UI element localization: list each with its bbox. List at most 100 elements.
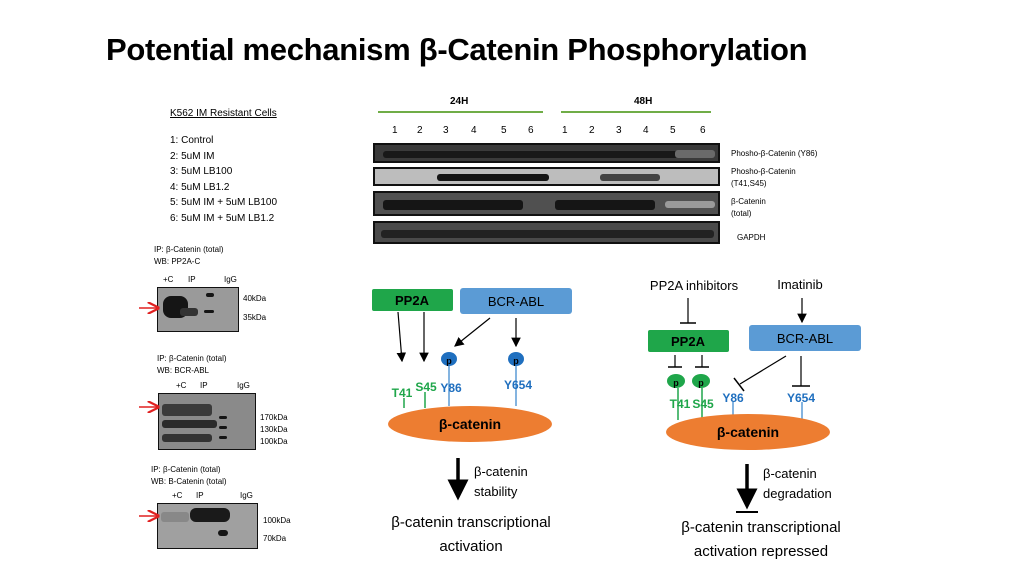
ip-label: IP: β-Catenin (total) — [157, 354, 227, 363]
wb-label: WB: BCR-ABL — [157, 366, 210, 375]
legend-item: 2: 5uM IM — [170, 150, 215, 162]
imatinib-label: Imatinib — [777, 277, 823, 292]
inhibit-bar-icon — [733, 377, 745, 392]
timepoint-bar-48h — [561, 111, 711, 113]
marker-label: 170kDa — [260, 413, 288, 422]
wb-label: WB: PP2A-C — [154, 257, 201, 266]
legend-list: 1: Control 2: 5uM IM 3: 5uM LB100 4: 5uM… — [170, 133, 277, 226]
blot-strip-total — [373, 191, 720, 216]
outcome-right: degradation — [763, 486, 832, 501]
ip-lane-label: +C — [176, 381, 187, 390]
lane-number: 1 — [562, 125, 568, 136]
site-t41-left: T41 — [392, 386, 413, 400]
catenin-label-left: β-catenin — [439, 416, 501, 432]
pp2a-inhibitors-label: PP2A inhibitors — [650, 278, 739, 293]
lane-number: 5 — [670, 125, 676, 136]
ip-lane-label: IgG — [240, 491, 253, 500]
bcr-abl-label-left: BCR-ABL — [488, 294, 544, 309]
result-right: β-catenin transcriptional — [681, 519, 841, 536]
catenin-ellipse-right — [666, 414, 830, 450]
blot-strip-gapdh — [373, 221, 720, 244]
site-y654-right: Y654 — [787, 391, 815, 405]
row-label: GAPDH — [737, 233, 766, 242]
lane-number: 3 — [616, 125, 622, 136]
p-label: p — [673, 378, 679, 388]
phospho-t41-right — [667, 374, 685, 388]
site-y86-left: Y86 — [440, 381, 462, 395]
ip-label: IP: β-Catenin (total) — [151, 465, 221, 474]
legend-item: 4: 5uM LB1.2 — [170, 181, 230, 193]
result-right: activation repressed — [694, 543, 828, 560]
ip-lane-label: IP — [196, 491, 204, 500]
pp2a-box-left — [372, 289, 453, 311]
marker-label: 100kDa — [263, 516, 291, 525]
arrow-icon — [396, 311, 407, 363]
outcome-left: stability — [474, 484, 518, 499]
ip-lane-label: IgG — [224, 275, 237, 284]
timepoint-48h: 48H — [634, 96, 653, 107]
site-y86-right: Y86 — [722, 391, 744, 405]
bcr-abl-label-right: BCR-ABL — [777, 331, 833, 346]
phospho-y654-left — [508, 352, 524, 366]
legend-item: 5: 5uM IM + 5uM LB100 — [170, 197, 278, 208]
row-label: Phosho-β-Catenin — [731, 167, 796, 176]
lane-number: 2 — [417, 125, 423, 136]
ip-lane-label: IP — [200, 381, 208, 390]
blot-strip-y86 — [373, 143, 720, 163]
marker-label: 130kDa — [260, 425, 288, 434]
ip-blot-pp2a — [157, 287, 239, 332]
p-label: p — [513, 356, 519, 366]
legend-item: 3: 5uM LB100 — [170, 166, 233, 177]
p-label: p — [698, 378, 704, 388]
result-left: activation — [439, 538, 502, 555]
bcr-abl-box-right — [749, 325, 861, 351]
timepoint-bar-24h — [378, 111, 543, 113]
timepoint-24h: 24H — [450, 96, 469, 107]
catenin-label-right: β-catenin — [717, 424, 779, 440]
catenin-ellipse-left — [388, 406, 552, 442]
result-left: β-catenin transcriptional — [391, 514, 551, 531]
marker-label: 100kDa — [260, 437, 288, 446]
pp2a-box-right — [648, 330, 729, 352]
outcome-left: β-catenin — [474, 464, 528, 479]
ip-blot-bcr-abl — [158, 393, 256, 450]
lane-number: 6 — [700, 125, 706, 136]
row-label: (T41,S45) — [731, 179, 767, 188]
ip-label: IP: β-Catenin (total) — [154, 245, 224, 254]
lane-number: 4 — [643, 125, 649, 136]
pp2a-label-right: PP2A — [671, 334, 706, 349]
blot-strip-t41-s45 — [373, 167, 720, 186]
p-label: p — [446, 356, 452, 366]
inhibit-line — [739, 355, 787, 385]
wb-label: WB: B-Catenin (total) — [151, 477, 227, 486]
ip-lane-label: IgG — [237, 381, 250, 390]
marker-label: 40kDa — [243, 294, 267, 303]
outcome-right: β-catenin — [763, 466, 817, 481]
site-s45-left: S45 — [415, 380, 437, 394]
phospho-s45-right — [692, 374, 710, 388]
lane-number: 4 — [471, 125, 477, 136]
site-t41-right: T41 — [670, 397, 691, 411]
row-label: (total) — [731, 209, 752, 218]
ip-blot-catenin — [157, 503, 258, 549]
legend-item: 1: Control — [170, 135, 214, 146]
lane-number: 1 — [392, 125, 398, 136]
marker-label: 35kDa — [243, 313, 267, 322]
row-label: β-Catenin — [731, 197, 766, 206]
ip-lane-label: +C — [172, 491, 183, 500]
lane-number: 5 — [501, 125, 507, 136]
lane-number: 6 — [528, 125, 534, 136]
lane-number: 3 — [443, 125, 449, 136]
legend-heading: K562 IM Resistant Cells — [170, 108, 277, 119]
legend-item: 6: 5uM IM + 5uM LB1.2 — [170, 212, 275, 224]
page-title: Potential mechanism β-Catenin Phosphoryl… — [106, 32, 808, 67]
ip-lane-label: IP — [188, 275, 196, 284]
lane-number: 2 — [589, 125, 595, 136]
arrow-icon — [454, 317, 491, 347]
site-y654-left: Y654 — [504, 378, 532, 392]
marker-label: 70kDa — [263, 534, 287, 543]
pp2a-label-left: PP2A — [395, 293, 430, 308]
site-s45-right: S45 — [692, 397, 714, 411]
ip-lane-label: +C — [163, 275, 174, 284]
